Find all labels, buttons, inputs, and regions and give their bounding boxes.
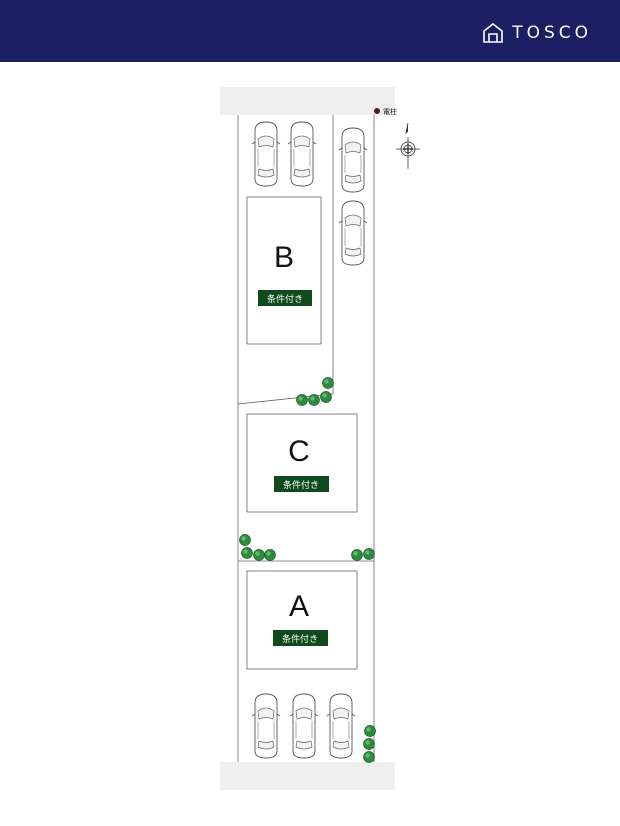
tree-icon: [253, 549, 265, 561]
lot-letter-b: B: [274, 241, 294, 274]
parking-car: [326, 693, 356, 759]
condition-tag-label-a: 条件付き: [282, 633, 318, 645]
house-outline-icon: [483, 23, 503, 43]
tree-icon: [322, 377, 334, 389]
condition-tag-label-b: 条件付き: [267, 293, 303, 305]
lot-letter-c: C: [288, 435, 310, 468]
condition-tag-b: [258, 290, 312, 306]
lot-letter-a: A: [289, 590, 309, 623]
brand-logo: TOSCO: [482, 22, 592, 44]
condition-tag-a: [273, 630, 328, 646]
tree-icon: [320, 391, 332, 403]
tree-icon: [241, 547, 253, 559]
parking-car: [338, 127, 368, 193]
condition-tag-label-c: 条件付き: [283, 479, 319, 491]
lot-c: C 条件付き: [246, 413, 358, 513]
parking-car: [251, 121, 281, 187]
tree-icon: [363, 751, 375, 763]
utility-pole-icon: [374, 108, 380, 114]
tree-icon: [364, 725, 376, 737]
building-footprint-a: [246, 570, 358, 670]
parking-car: [338, 200, 368, 266]
north-arrow-compass-icon: [396, 122, 420, 169]
building-footprint-b: [246, 196, 322, 345]
utility-pole-label: 電柱: [383, 107, 397, 116]
parking-car: [289, 693, 319, 759]
tree-icon: [363, 548, 375, 560]
parcel-boundary: [237, 115, 375, 762]
lot-b: B 条件付き: [246, 196, 322, 345]
tree-icon: [308, 394, 320, 406]
parking-car: [251, 693, 281, 759]
brand-name: TOSCO: [512, 23, 592, 43]
tree-icon: [239, 534, 251, 546]
tree-icon: [296, 394, 308, 406]
tree-icon: [351, 549, 363, 561]
road-north: [220, 87, 395, 115]
tree-icon: [363, 738, 375, 750]
header-bar: TOSCO: [0, 0, 620, 62]
lot-a: A 条件付き: [246, 570, 358, 670]
parking-car: [287, 121, 317, 187]
road-south: [220, 762, 395, 790]
building-footprint-c: [246, 413, 358, 513]
condition-tag-c: [274, 476, 329, 492]
tree-icon: [264, 549, 276, 561]
